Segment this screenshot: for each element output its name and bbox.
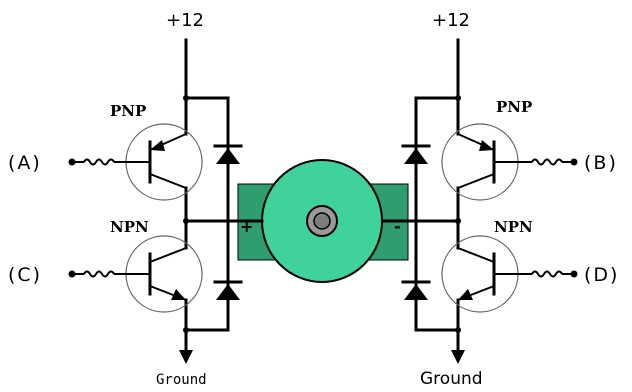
node-left-bottom — [183, 327, 189, 333]
diode-left-bottom — [213, 280, 243, 300]
input-lead-b — [494, 158, 578, 166]
ground-left-label: Ground — [156, 372, 207, 388]
node-right-top — [455, 95, 461, 101]
input-lead-d — [494, 270, 578, 278]
diode-left-top — [213, 144, 243, 164]
diode-right-top — [401, 144, 431, 164]
transistor-top-right-pnp — [441, 123, 519, 201]
input-lead-c — [68, 270, 150, 278]
diode-right-bottom — [401, 280, 431, 300]
node-left-top — [183, 95, 189, 101]
label-npn-right: NPN — [494, 218, 533, 236]
node-right-mid — [455, 218, 461, 224]
ground-left-arrow — [179, 350, 193, 364]
node-left-mid — [183, 218, 189, 224]
supply-right-label: +12 — [432, 10, 470, 31]
input-lead-a — [68, 158, 150, 166]
motor: + - — [237, 159, 409, 283]
label-npn-left: NPN — [110, 218, 149, 236]
input-label-a: (A) — [8, 152, 42, 174]
motor-shaft-inner — [313, 212, 331, 230]
ground-right-arrow — [451, 350, 465, 364]
label-pnp-right: PNP — [496, 98, 532, 116]
input-label-c: (C) — [8, 264, 42, 286]
input-label-d: (D) — [584, 264, 619, 286]
ground-right-label: Ground — [420, 369, 483, 389]
supply-left-label: +12 — [166, 10, 204, 31]
label-pnp-left: PNP — [110, 102, 146, 120]
node-right-bottom — [455, 327, 461, 333]
motor-minus-label: - — [394, 217, 401, 236]
input-label-b: (B) — [584, 152, 618, 174]
transistor-bottom-left-npn — [125, 235, 203, 313]
